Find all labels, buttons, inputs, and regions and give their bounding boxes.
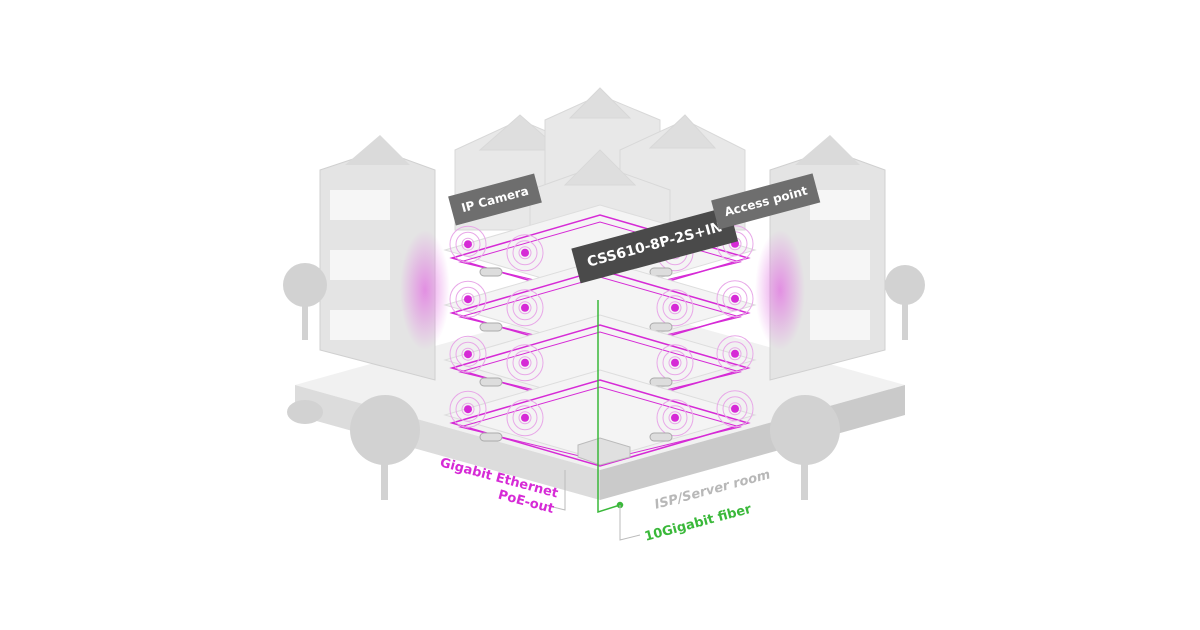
wifi-wave	[449, 390, 487, 428]
wifi-wave	[662, 295, 688, 321]
background-buildings	[454, 87, 746, 261]
wifi-wave	[716, 280, 754, 318]
access-point-icon	[521, 303, 529, 312]
left-building	[319, 135, 450, 381]
wifi-wave	[518, 356, 532, 370]
leader-lines	[544, 470, 641, 541]
access-point-icon	[671, 303, 679, 312]
ip-camera-icon	[649, 432, 673, 442]
wifi-wave	[461, 347, 475, 361]
wifi-wave	[518, 246, 532, 260]
wifi-wave	[662, 350, 688, 376]
wifi-wave	[506, 234, 544, 272]
ip-camera-icon	[649, 377, 673, 387]
wifi-wave	[506, 289, 544, 327]
wifi-wave	[668, 356, 682, 370]
wifi-wave	[662, 405, 688, 431]
ip-camera-icon	[479, 432, 503, 442]
ip-camera-icon	[479, 377, 503, 387]
trees	[283, 263, 925, 500]
wifi-wave	[461, 237, 475, 251]
access-point-icon	[731, 294, 739, 303]
ip-camera-icon	[479, 267, 503, 277]
wifi-wave	[668, 301, 682, 315]
access-point-icon	[671, 413, 679, 422]
wifi-wave	[716, 390, 754, 428]
access-point-icon	[521, 358, 529, 367]
wifi-wave	[668, 411, 682, 425]
access-point-icon	[464, 295, 472, 304]
right-building	[755, 135, 886, 381]
wifi-wave	[728, 347, 742, 361]
ip-camera-icon	[479, 322, 503, 332]
wifi-wave	[722, 341, 748, 367]
wifi-wave	[506, 399, 544, 437]
wifi-wave	[512, 405, 538, 431]
ip-camera-icon	[649, 322, 673, 332]
wifi-wave	[722, 396, 748, 422]
wifi-wave	[449, 225, 487, 263]
access-point-icon	[464, 350, 472, 359]
access-point-icon	[521, 248, 529, 257]
wifi-wave	[722, 286, 748, 312]
access-point-icon	[521, 413, 529, 422]
wifi-wave	[518, 411, 532, 425]
access-point-icon	[671, 358, 679, 367]
wifi-wave	[455, 396, 481, 422]
wifi-wave	[512, 350, 538, 376]
wifi-wave	[518, 301, 532, 315]
wifi-wave	[455, 341, 481, 367]
wifi-wave	[455, 286, 481, 312]
ethernet-loop	[458, 386, 742, 462]
ip-camera-icon	[649, 267, 673, 277]
wifi-wave	[512, 240, 538, 266]
wifi-wave	[728, 292, 742, 306]
wifi-wave	[449, 335, 487, 373]
access-point-icon	[464, 240, 472, 249]
wifi-wave	[656, 344, 694, 382]
wifi-wave	[656, 399, 694, 437]
wifi-wave	[461, 402, 475, 416]
access-point-icon	[731, 349, 739, 358]
floors	[443, 204, 757, 467]
access-point-icon	[464, 405, 472, 414]
wifi-wave	[716, 335, 754, 373]
access-point-icon	[731, 404, 739, 413]
wifi-wave	[506, 344, 544, 382]
wifi-wave	[449, 280, 487, 318]
wifi-wave	[461, 292, 475, 306]
ethernet-loop	[449, 379, 751, 467]
wifi-wave	[656, 289, 694, 327]
wifi-wave	[728, 402, 742, 416]
switch-device	[577, 437, 631, 466]
floor-slab	[443, 369, 757, 461]
wifi-wave	[455, 231, 481, 257]
wifi-wave	[512, 295, 538, 321]
